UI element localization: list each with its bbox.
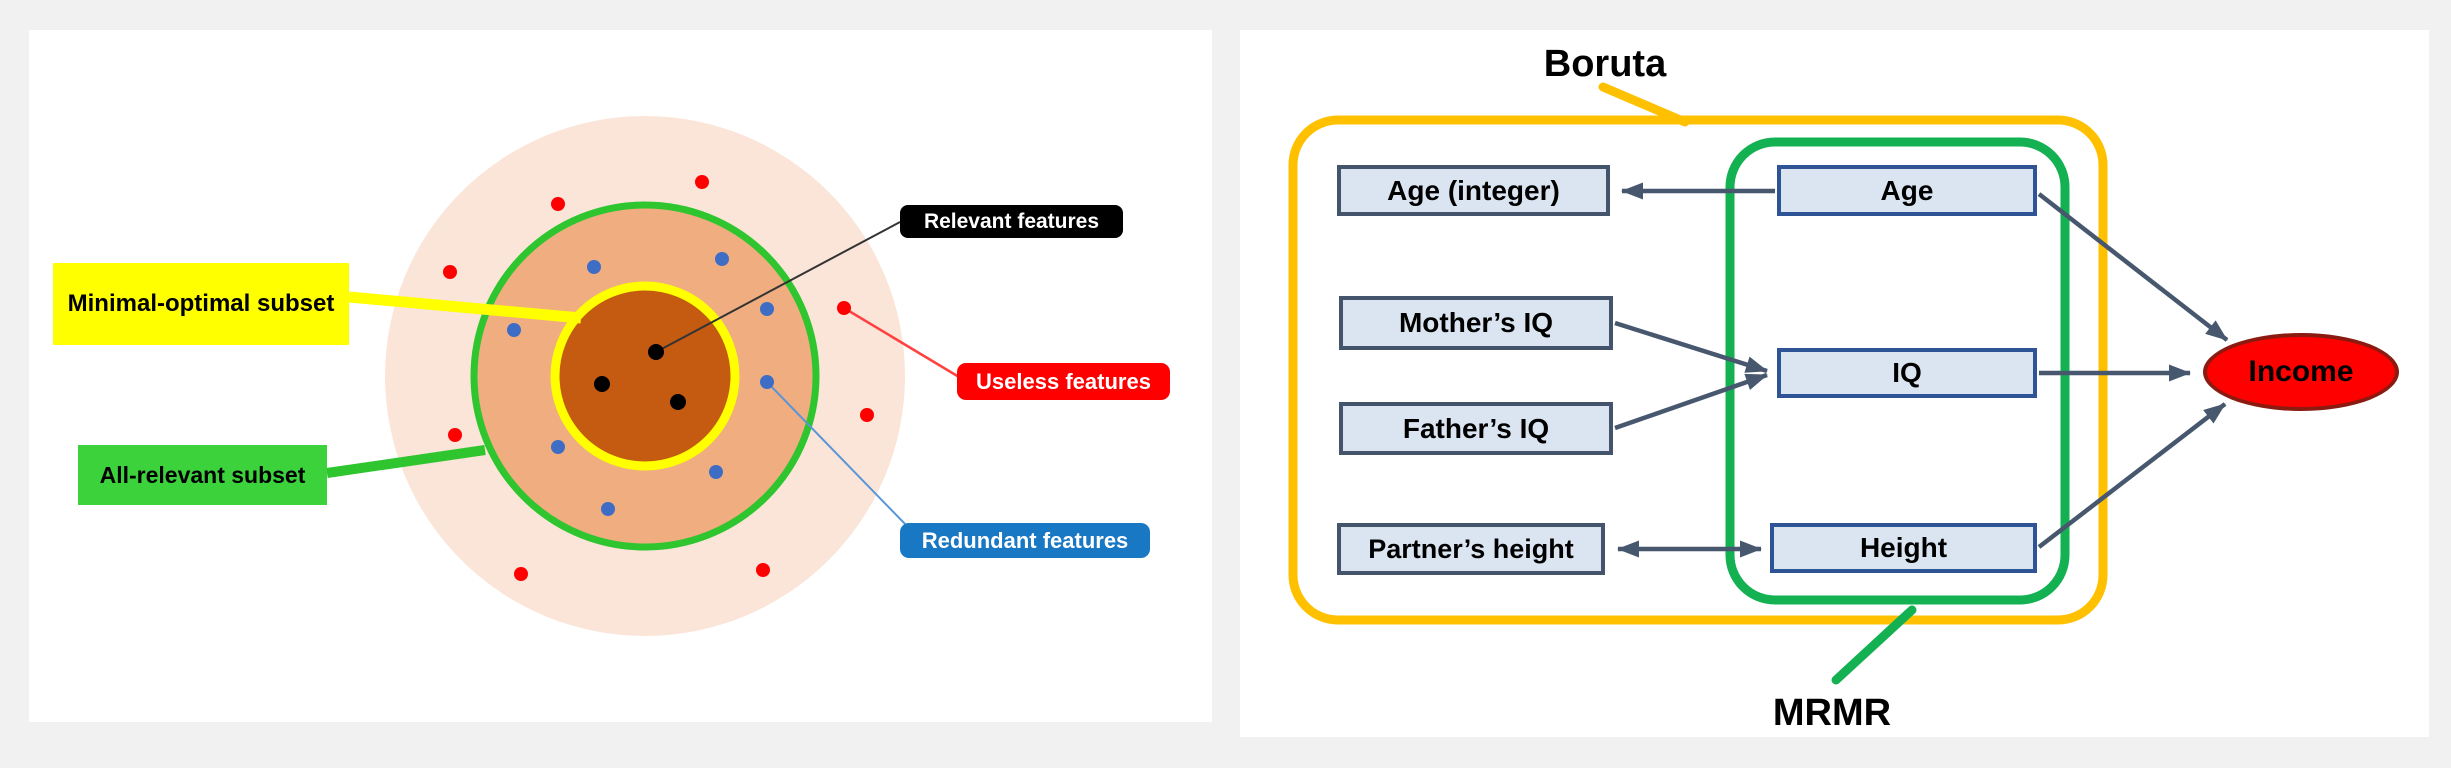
boruta-title: Boruta [1543,42,1667,85]
red-feature-dot [756,563,770,577]
mrmr-connector-line [1831,605,1917,685]
node-mother-iq: Mother’s IQ [1339,296,1613,350]
minimal-optimal-subset-label: Minimal-optimal subset [53,263,349,345]
black-feature-dot [648,344,664,360]
selection-graph [1288,82,2229,685]
blue-feature-dot [507,323,521,337]
red-feature-dot [448,428,462,442]
redundant-callout-line [766,381,908,527]
node-age: Age [1777,165,2037,216]
boruta-outline-rect [1288,115,2108,625]
boruta-connector-line [1598,82,1690,127]
arrow-father-iq-to-iq [1614,372,1768,431]
blue-feature-dot [587,260,601,274]
node-age-integer: Age (integer) [1337,165,1610,216]
arrow-height-to-income [2037,402,2227,549]
feature-subsets-panel: Minimal-optimal subset All-relevant subs… [29,30,1212,722]
redundant-features-label: Redundant features [900,523,1150,558]
relevant-features-label: Relevant features [900,205,1123,238]
node-father-iq: Father’s IQ [1339,402,1613,455]
minimal-optimal-connector-line [348,291,582,324]
node-partner-height: Partner’s height [1337,523,1605,575]
arrow-mother-iq-to-iq [1614,320,1768,374]
useless-features-label: Useless features [957,363,1170,400]
subsets-diagram [326,116,960,636]
boruta-mrmr-panel: Boruta MRMR Age (integer) Age Mother’s I… [1240,30,2429,737]
minimal-optimal-circle [550,281,740,471]
blue-feature-dot [551,440,565,454]
mrmr-title: MRMR [1772,691,1892,734]
red-feature-dot [837,301,851,315]
blue-feature-dot [715,252,729,266]
useless-callout-line [843,306,960,379]
all-relevant-subset-label: All-relevant subset [78,445,327,505]
red-feature-dot [443,265,457,279]
red-feature-dot [551,197,565,211]
blue-feature-dot [760,302,774,316]
node-height: Height [1770,523,2037,573]
black-feature-dot [670,394,686,410]
scatter-dots [443,175,874,581]
red-feature-dot [514,567,528,581]
red-feature-dot [695,175,709,189]
black-feature-dot [594,376,610,392]
blue-feature-dot [760,375,774,389]
blue-feature-dot [601,502,615,516]
all-relevant-connector-line [326,445,486,478]
blue-feature-dot [709,465,723,479]
red-feature-dot [860,408,874,422]
arrow-age-to-income [2037,192,2229,342]
node-income: Income [2203,333,2399,411]
graph-arrows [1614,182,2229,558]
node-iq: IQ [1777,348,2037,398]
relevant-callout-line [655,221,901,353]
